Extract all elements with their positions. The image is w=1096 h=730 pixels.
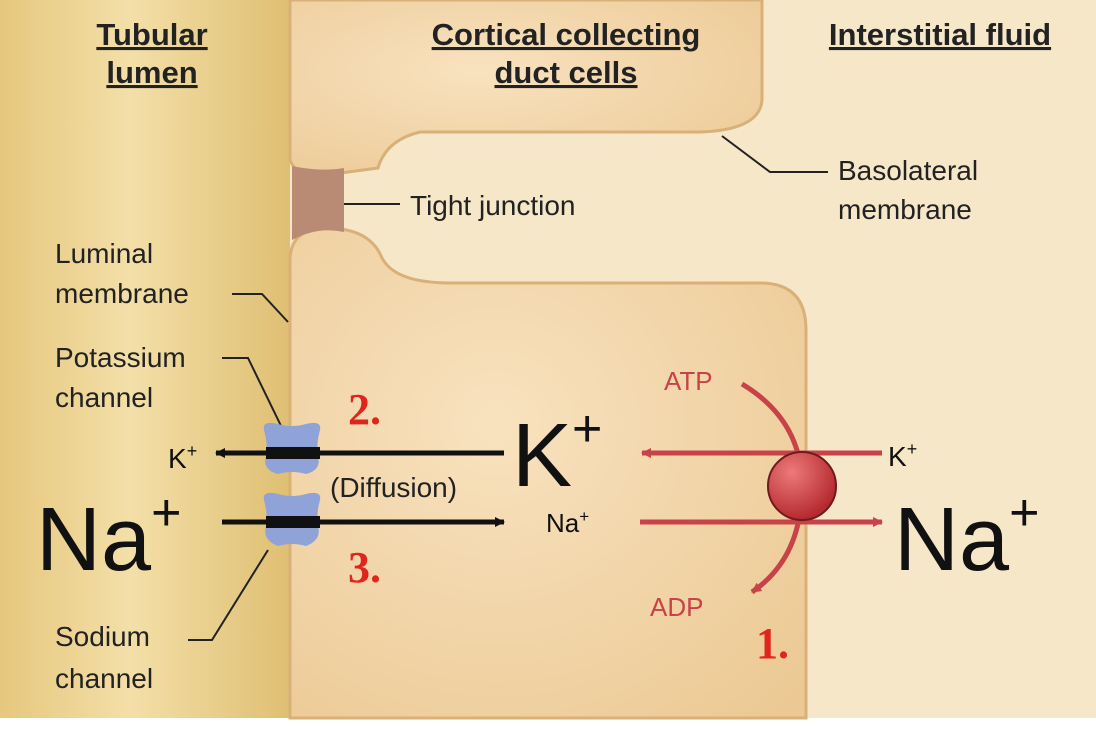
sodium-channel-label-line2: channel [55, 663, 153, 694]
luminal-label-line2: membrane [55, 278, 189, 309]
diffusion-label: (Diffusion) [330, 472, 457, 503]
bottom-white-strip [0, 718, 1096, 730]
potassium-channel [263, 422, 321, 474]
na-ion-lumen: Na+ [36, 484, 181, 590]
annotation-3: 3. [348, 543, 381, 592]
header-tubular-lumen: Tubular [96, 17, 207, 52]
header-cortical-collecting: Cortical collecting [432, 17, 701, 52]
basolateral-label: Basolateral [838, 155, 978, 186]
na-ion-cell: Na+ [546, 507, 589, 538]
sodium-channel-leader [188, 549, 269, 641]
tubular-lumen-region [0, 0, 290, 730]
tight-junction-label: Tight junction [410, 190, 576, 221]
header-tubular-lumen-line2: lumen [106, 55, 197, 90]
sodium-channel [263, 492, 321, 546]
adp-label: ADP [650, 592, 703, 622]
basolateral-leader [721, 135, 828, 173]
na-ion-interstitial: Na+ [894, 484, 1039, 590]
header-duct-cells: duct cells [495, 55, 638, 90]
tight-junction [292, 166, 344, 240]
k-ion-interstitial: K+ [888, 439, 917, 472]
sodium-channel-label: Sodium [55, 621, 150, 652]
potassium-channel-leader [222, 357, 285, 433]
atp-label: ATP [664, 366, 713, 396]
basolateral-label-line2: membrane [838, 194, 972, 225]
potassium-channel-label: Potassium [55, 342, 186, 373]
na-k-atpase-pump [767, 451, 837, 521]
annotation-1: 1. [756, 619, 789, 668]
potassium-channel-label-line2: channel [55, 382, 153, 413]
k-ion-cell: K+ [512, 400, 602, 506]
luminal-leader [232, 293, 289, 323]
header-interstitial-fluid: Interstitial fluid [829, 17, 1051, 52]
luminal-label: Luminal [55, 238, 153, 269]
annotation-2: 2. [348, 385, 381, 434]
k-ion-lumen: K+ [168, 441, 197, 474]
